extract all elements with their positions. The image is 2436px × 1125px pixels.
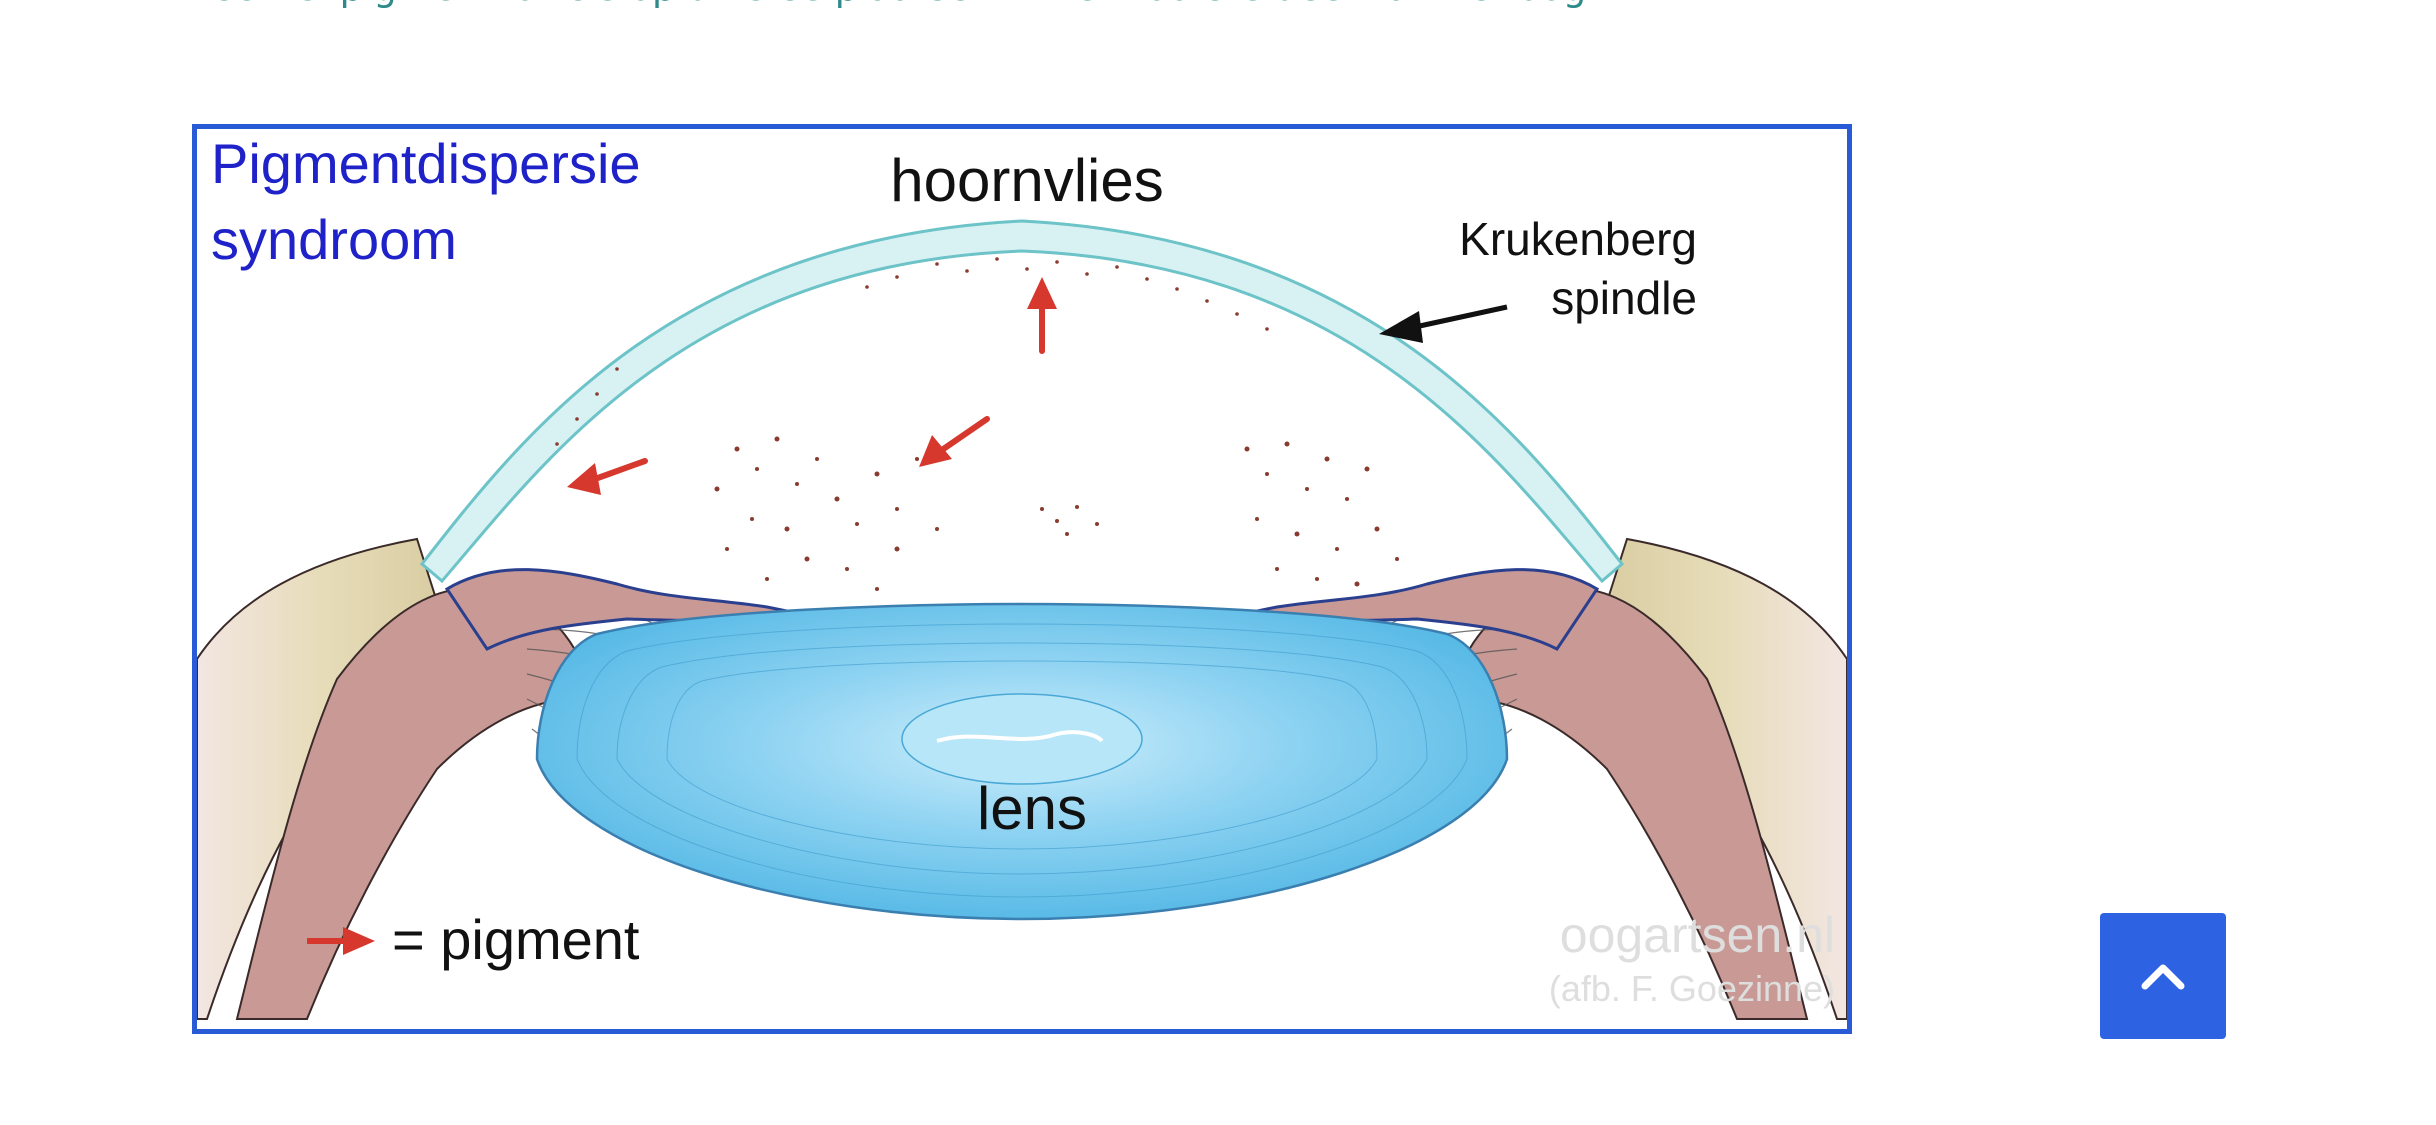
figure-caption-text: leentel pigmentkorrels op diverse plaats… — [201, 0, 1586, 9]
eye-illustration: Pigmentdispersie syndroom hoornvlies Kru… — [197, 132, 1847, 1020]
label-cornea: hoornvlies — [890, 147, 1164, 214]
watermark-site: oogartsen.nl — [1560, 907, 1835, 963]
label-lens: lens — [977, 775, 1087, 842]
cornea — [419, 219, 1625, 584]
label-krukenberg-line1: Krukenberg — [1459, 213, 1697, 265]
legend-text: = pigment — [392, 908, 640, 971]
scroll-to-top-button[interactable] — [2100, 913, 2226, 1039]
krukenberg-arrow — [1379, 304, 1508, 343]
figure-title-line2: syndroom — [211, 208, 457, 271]
watermark-credit: (afb. F. Goezinne) — [1549, 968, 1835, 1009]
pigment-dispersion-figure: Pigmentdispersie syndroom hoornvlies Kru… — [192, 124, 1852, 1034]
legend-red-arrow — [307, 927, 375, 955]
red-pigment-arrows — [567, 277, 1057, 495]
label-krukenberg-line2: spindle — [1551, 272, 1697, 324]
chevron-up-icon — [2141, 964, 2185, 990]
pigment-particles — [555, 257, 1399, 591]
lens-rings — [576, 623, 1468, 898]
figure-title-line1: Pigmentdispersie — [211, 132, 641, 195]
